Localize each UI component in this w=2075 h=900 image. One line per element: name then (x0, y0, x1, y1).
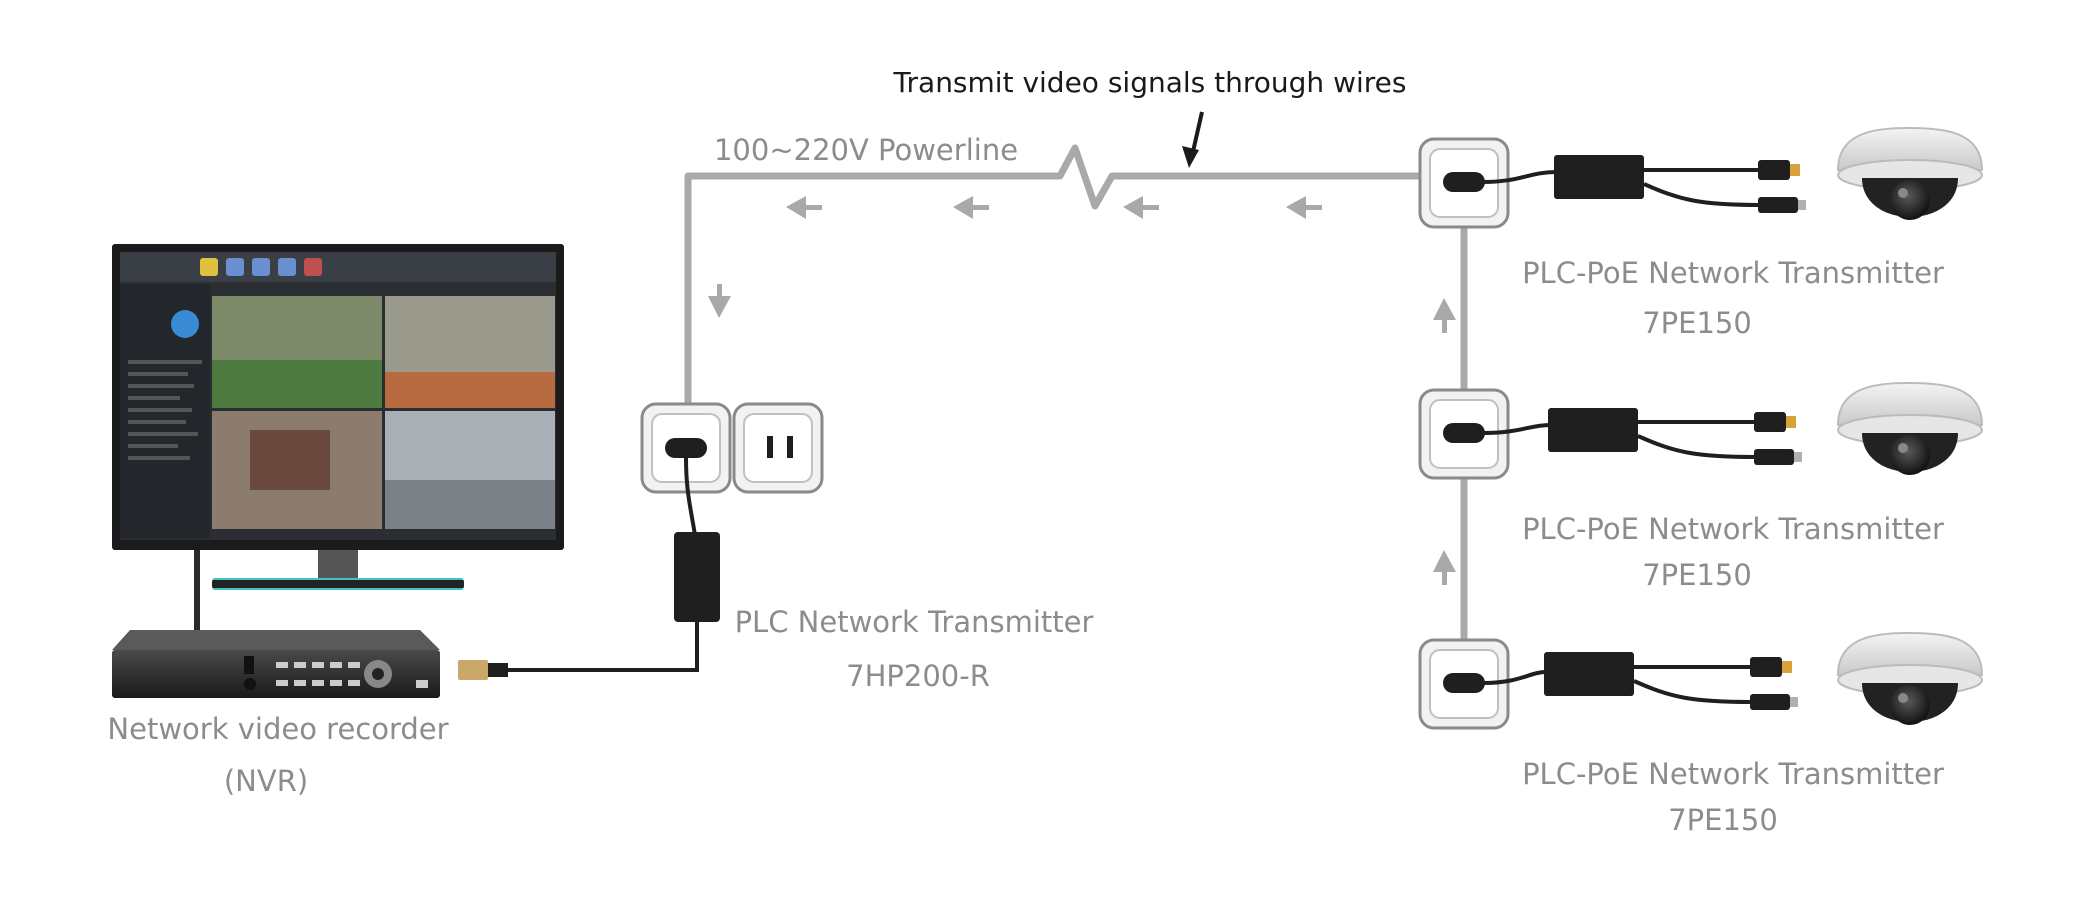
dome-camera-2 (1836, 381, 1984, 475)
plc-transmitter-body (674, 532, 720, 622)
nvr-device (112, 630, 508, 698)
ethernet-cable (505, 622, 699, 672)
nvr-name: Network video recorder (107, 712, 449, 746)
dome-camera-3 (1836, 631, 1984, 725)
monitor (112, 244, 564, 630)
wall-socket-empty (732, 402, 824, 494)
transmitter-unit-1 (1418, 137, 1806, 229)
transmitter-1-name: PLC-PoE Network Transmitter (1522, 256, 1944, 290)
transmitter-2-name: PLC-PoE Network Transmitter (1522, 512, 1944, 546)
arrow-left-icon (1123, 196, 1159, 219)
annotation-title: Transmit video signals through wires (893, 66, 1407, 99)
arrow-left-icon (1286, 196, 1322, 219)
powerline-wire (684, 144, 1468, 645)
arrow-up-icon (1433, 550, 1456, 585)
dome-camera-1 (1836, 126, 1984, 220)
powerline-label: 100~220V Powerline (713, 133, 1019, 167)
plc-model: 7HP200-R (846, 659, 990, 693)
arrow-left-icon (786, 196, 822, 219)
transmitter-3-model: 7PE150 (1668, 803, 1778, 837)
plc-power-cable (684, 457, 697, 536)
arrow-up-icon (1433, 298, 1456, 333)
transmitter-1-model: 7PE150 (1642, 306, 1752, 340)
arrow-left-icon (953, 196, 989, 219)
plc-name: PLC Network Transmitter (734, 605, 1094, 639)
transmitter-unit-2 (1418, 388, 1802, 480)
transmitter-unit-3 (1418, 638, 1798, 730)
transmitter-3-name: PLC-PoE Network Transmitter (1522, 757, 1944, 791)
flow-arrows (708, 196, 1456, 585)
arrow-down-icon (708, 284, 731, 318)
transmitter-2-model: 7PE150 (1642, 558, 1752, 592)
wall-socket-plc (640, 402, 732, 494)
annotation-arrow-icon (1182, 111, 1204, 168)
nvr-abbr: (NVR) (223, 764, 309, 798)
